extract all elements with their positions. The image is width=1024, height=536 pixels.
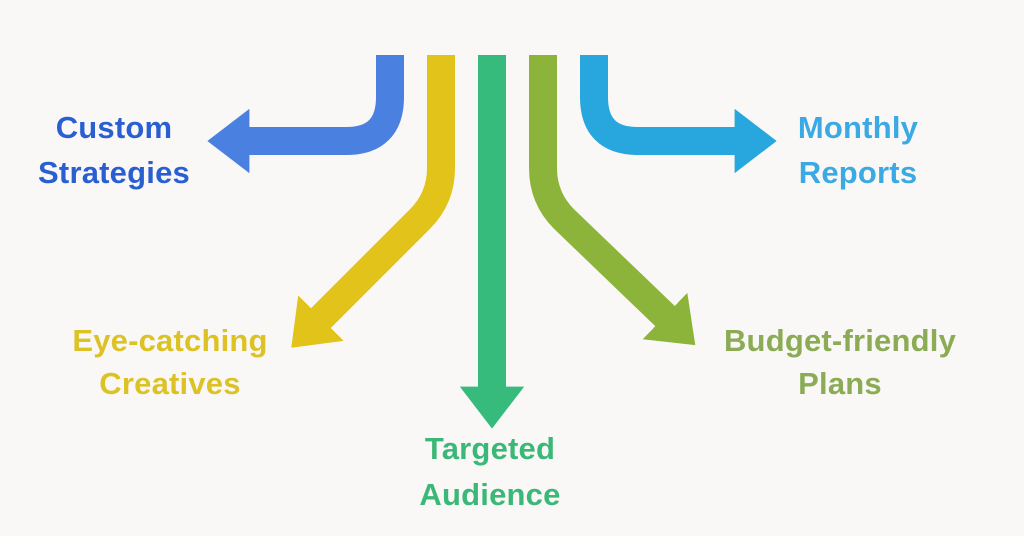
label-budget-friendly-plans-line1: Budget-friendly <box>723 323 957 358</box>
label-custom-strategies: Custom Strategies <box>0 105 228 195</box>
label-budget-friendly-plans: Budget-friendly Plans <box>690 319 990 405</box>
arrow-eye-catching-creatives-icon <box>291 55 455 348</box>
label-eye-catching-creatives-line1: Eye-catching <box>72 323 268 358</box>
label-monthly-reports: Monthly Reports <box>728 105 988 195</box>
label-targeted-audience-line2: Audience <box>419 477 561 512</box>
label-eye-catching-creatives: Eye-catching Creatives <box>20 319 320 405</box>
label-budget-friendly-plans-line2: Plans <box>798 366 882 401</box>
arrow-budget-friendly-plans-icon <box>529 55 696 346</box>
label-custom-strategies-line2: Strategies <box>38 155 190 190</box>
label-targeted-audience-line1: Targeted <box>424 431 556 466</box>
label-targeted-audience: Targeted Audience <box>360 426 620 518</box>
label-monthly-reports-line2: Reports <box>798 155 918 190</box>
arrow-monthly-reports-icon <box>580 55 777 174</box>
arrow-custom-strategies-icon <box>207 55 404 174</box>
label-eye-catching-creatives-line2: Creatives <box>99 366 241 401</box>
label-custom-strategies-line1: Custom <box>55 110 173 145</box>
label-monthly-reports-line1: Monthly <box>797 110 919 145</box>
